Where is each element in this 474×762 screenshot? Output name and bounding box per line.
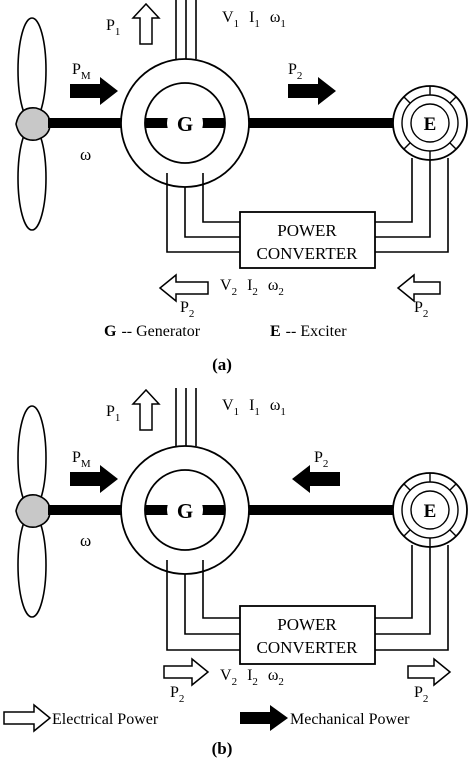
legend-electrical: Electrical Power [52, 711, 159, 728]
generator-label: G [177, 112, 193, 136]
power-converter-box [239, 605, 376, 665]
exciter-label: E [424, 501, 437, 522]
converter-line2: CONVERTER [257, 638, 359, 657]
p2-left-label: P2 [180, 299, 194, 320]
exciter: E [392, 472, 468, 548]
mechanical-power-legend-arrow [240, 705, 288, 731]
omega-label: ω [80, 145, 91, 164]
caption-a: (a) [212, 355, 232, 374]
p2-right-label: P2 [414, 299, 428, 320]
pm-label: PM [72, 449, 91, 470]
p1-label: P1 [106, 17, 120, 38]
mechanical-power-arrow-p2 [288, 77, 336, 105]
converter-line1: POWER [277, 221, 337, 240]
electrical-power-legend-arrow [3, 703, 52, 733]
legend-mechanical: Mechanical Power [290, 711, 410, 728]
p2-mech-label: P2 [314, 449, 328, 470]
p2-left-label: P2 [170, 684, 184, 705]
omega-label: ω [80, 531, 91, 550]
propeller-icon [15, 405, 51, 618]
legend-generator: G-- Generator [104, 323, 201, 340]
legend-exciter: E-- Exciter [270, 323, 347, 340]
p2-mech-label: P2 [288, 61, 302, 82]
propeller-icon [15, 17, 51, 231]
electrical-power-arrow-right [396, 273, 441, 303]
stator-leads [175, 0, 197, 59]
mechanical-power-arrow-pm [70, 465, 118, 493]
generator: G [120, 445, 250, 575]
exciter-label: E [424, 114, 437, 135]
generator-label: G [177, 499, 193, 523]
electrical-power-arrow-left [158, 273, 209, 303]
rotor-wiring [166, 545, 449, 651]
converter-line1: POWER [277, 615, 337, 634]
p1-label: P1 [106, 403, 120, 424]
power-converter-box [239, 211, 376, 269]
electrical-power-arrow-right [407, 657, 452, 687]
exciter: E [392, 85, 468, 161]
stator-leads [175, 388, 197, 446]
converter-line2: CONVERTER [257, 244, 359, 263]
electrical-power-arrow-up [131, 2, 161, 45]
electrical-power-arrow-up [131, 388, 161, 431]
generator: G [120, 58, 250, 188]
rotor-wiring [166, 158, 449, 253]
mechanical-power-arrow-p2 [292, 465, 340, 493]
mechanical-power-arrow-pm [70, 77, 118, 105]
p2-right-label: P2 [414, 684, 428, 705]
pm-label: PM [72, 61, 91, 82]
electrical-power-arrow-left [163, 657, 210, 687]
caption-b: (b) [212, 739, 233, 758]
